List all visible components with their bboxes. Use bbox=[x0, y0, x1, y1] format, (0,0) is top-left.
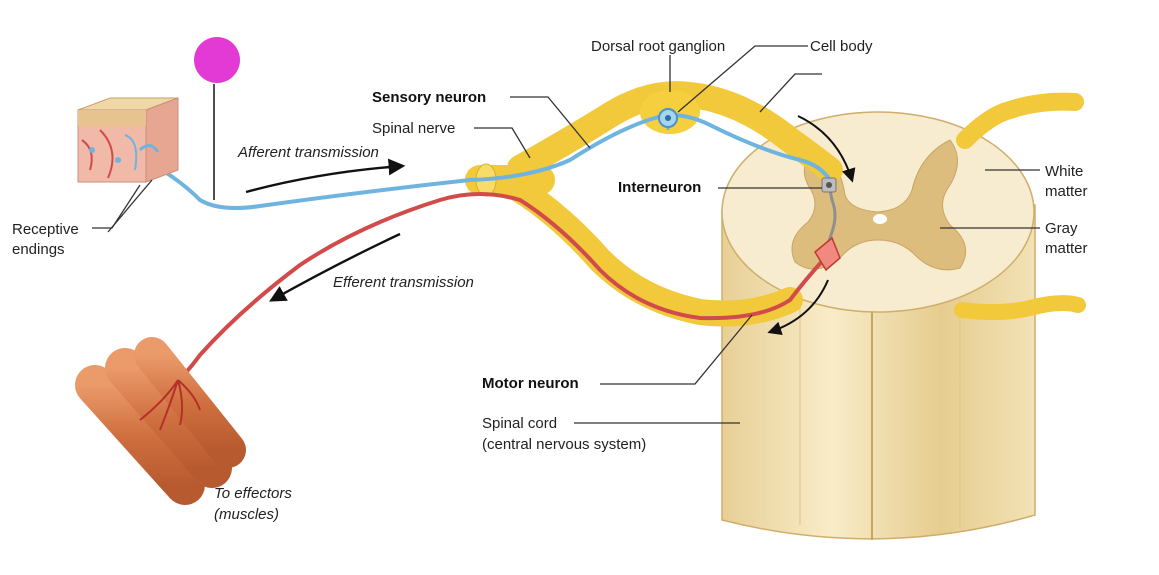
label-dorsal-root-ganglion: Dorsal root ganglion bbox=[591, 38, 725, 55]
skin-block bbox=[77, 97, 179, 183]
muscle-bundle bbox=[75, 337, 246, 505]
sensory-to-cord-arrow bbox=[797, 115, 856, 183]
label-receptive-endings-line1: Receptive bbox=[12, 221, 79, 238]
label-spinal-cord-line2: (central nervous system) bbox=[482, 436, 646, 453]
label-sensory-neuron: Sensory neuron bbox=[372, 89, 486, 106]
label-motor-neuron: Motor neuron bbox=[482, 375, 579, 392]
label-spinal-cord-line1: Spinal cord bbox=[482, 415, 557, 432]
afferent-arrow bbox=[245, 158, 406, 194]
interneuron bbox=[821, 177, 837, 251]
label-afferent-transmission: Afferent transmission bbox=[237, 144, 379, 161]
leader-cell-body bbox=[677, 45, 808, 113]
leader-motor-neuron bbox=[600, 314, 753, 385]
right-ventral-root bbox=[954, 295, 1086, 321]
motor-cell-body bbox=[814, 236, 841, 272]
leader-sensory-neuron bbox=[510, 96, 591, 149]
spinal-cord bbox=[721, 111, 1036, 540]
label-spinal-nerve: Spinal nerve bbox=[372, 120, 455, 137]
label-interneuron: Interneuron bbox=[618, 179, 701, 196]
leader-receptive-endings-2 bbox=[107, 179, 153, 233]
cord-to-motor-arrow bbox=[767, 279, 829, 336]
label-to-effectors-line2: (muscles) bbox=[214, 506, 279, 523]
leader-spinal-nerve bbox=[474, 127, 531, 159]
label-to-effectors-line1: To effectors bbox=[214, 485, 292, 502]
leader-cell-body-2 bbox=[759, 73, 822, 113]
magenta-marker-dot bbox=[194, 37, 240, 83]
label-gray-matter-line1: Gray bbox=[1045, 220, 1078, 237]
right-dorsal-root bbox=[956, 92, 1084, 149]
label-efferent-transmission: Efferent transmission bbox=[333, 274, 474, 291]
label-white-matter-line1: White bbox=[1045, 163, 1083, 180]
central-canal bbox=[873, 214, 887, 224]
label-cell-body: Cell body bbox=[810, 38, 873, 55]
label-receptive-endings-line2: endings bbox=[12, 241, 65, 258]
label-white-matter-line2: matter bbox=[1045, 183, 1088, 200]
motor-neuron-fiber bbox=[176, 192, 827, 382]
label-gray-matter-line2: matter bbox=[1045, 240, 1088, 257]
sensory-neuron-fiber bbox=[139, 113, 832, 210]
nerve-sheath bbox=[465, 81, 843, 327]
efferent-arrow bbox=[269, 232, 401, 302]
